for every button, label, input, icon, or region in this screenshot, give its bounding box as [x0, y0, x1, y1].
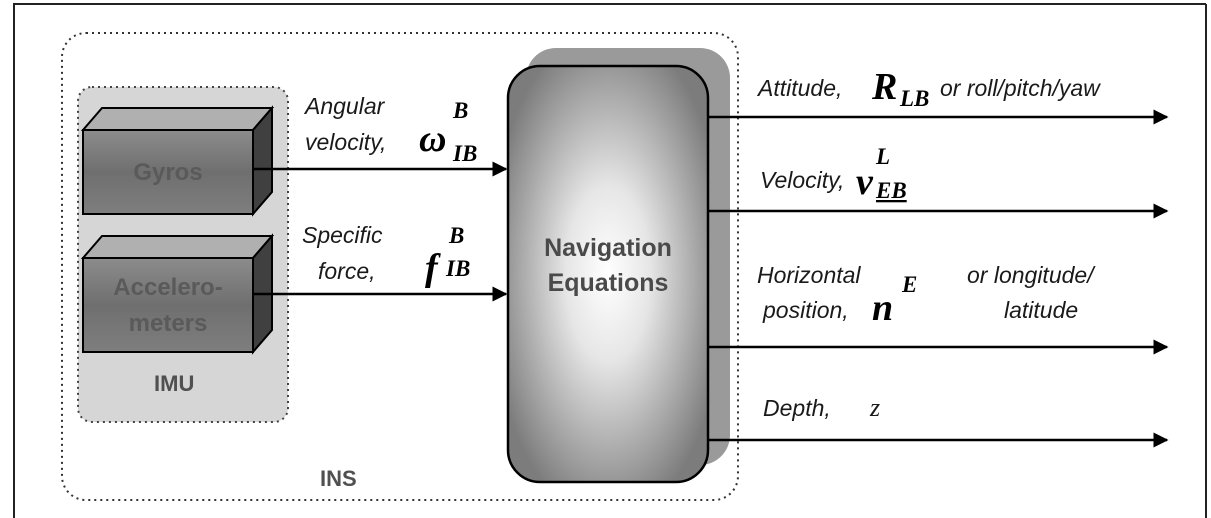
force-symbol: f: [425, 247, 441, 289]
horizontal-label-line2: position,: [762, 297, 849, 323]
gyros-block: Gyros: [80, 105, 275, 217]
ins-group: [61, 32, 739, 501]
imu-label: IMU: [154, 371, 194, 396]
navigation-equations-block: Navigation Equations: [506, 48, 730, 484]
velocity-prefix: Velocity,: [760, 167, 844, 193]
horizontal-suffix-line2: latitude: [1004, 297, 1078, 323]
velocity-symbol: v: [856, 161, 874, 203]
gyros-label: Gyros: [133, 159, 202, 186]
force-label-line2: force,: [318, 258, 376, 284]
attitude-sub: LB: [899, 86, 929, 111]
nav-label-line1: Navigation: [544, 234, 672, 262]
accelerometers-label-line2: meters: [129, 310, 208, 337]
accelerometers-label-line1: Accelero-: [113, 274, 222, 301]
force-sup: B: [448, 223, 464, 248]
attitude-suffix: or roll/pitch/yaw: [940, 75, 1101, 101]
horizontal-label-line1: Horizontal: [757, 262, 861, 288]
angular-label-line1: Angular: [303, 93, 386, 119]
angular-sup: B: [452, 98, 468, 123]
accelerometers-block: Accelero- meters: [80, 233, 275, 355]
depth-prefix: Depth,: [763, 395, 831, 421]
angular-label-line2: velocity,: [305, 129, 386, 155]
force-sub: IB: [445, 256, 470, 281]
angular-symbol: ω: [419, 118, 446, 160]
velocity-sub: EB: [875, 178, 907, 203]
force-label-line1: Specific: [302, 222, 383, 248]
ins-label: INS: [320, 466, 357, 491]
horizontal-suffix-line1: or longitude/: [967, 262, 1096, 288]
depth-symbol: z: [869, 393, 880, 422]
nav-label-line2: Equations: [548, 269, 669, 297]
angular-sub: IB: [452, 141, 477, 166]
attitude-symbol: R: [871, 66, 897, 108]
velocity-sup: L: [875, 144, 890, 169]
horizontal-symbol: n: [872, 287, 893, 329]
horizontal-sup: E: [901, 272, 917, 297]
attitude-prefix: Attitude,: [756, 75, 842, 101]
